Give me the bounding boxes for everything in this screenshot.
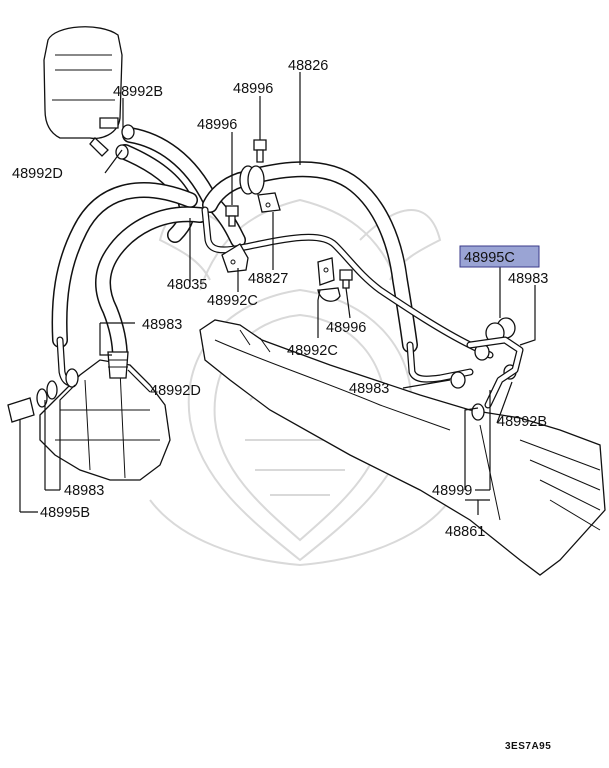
label-48996-top[interactable]: 48996: [233, 81, 273, 97]
label-stubs: [20, 489, 490, 513]
label-48826[interactable]: 48826: [288, 58, 328, 74]
label-48992B-top[interactable]: 48992B: [113, 84, 163, 100]
reservoir-tank: [43, 26, 123, 157]
label-48996-low[interactable]: 48996: [326, 320, 366, 336]
pipe-48827: [201, 206, 494, 359]
label-48995B[interactable]: 48995B: [40, 505, 90, 521]
steering-gear-box: [199, 319, 606, 576]
leader-lines: [19, 72, 536, 515]
label-48996-mid[interactable]: 48996: [197, 117, 237, 133]
label-48035[interactable]: 48035: [167, 277, 207, 293]
label-48827[interactable]: 48827: [248, 271, 288, 287]
label-48983-mid[interactable]: 48983: [142, 317, 182, 333]
label-48861[interactable]: 48861: [445, 524, 485, 540]
bolts-48996: [225, 139, 353, 289]
highlight-48995C: [459, 245, 540, 268]
label-48992C-low[interactable]: 48992C: [287, 343, 338, 359]
label-48999[interactable]: 48999: [432, 483, 472, 499]
hose-48826: [202, 161, 474, 383]
label-48983-right[interactable]: 48983: [508, 271, 548, 287]
label-48992C-mid[interactable]: 48992C: [207, 293, 258, 309]
label-48995C[interactable]: 48995C: [464, 250, 515, 266]
clamps: [221, 192, 341, 302]
right-fittings: [450, 317, 524, 421]
oil-pump: [7, 351, 171, 481]
label-48992B-right[interactable]: 48992B: [497, 414, 547, 430]
label-48992D-low[interactable]: 48992D: [150, 383, 201, 399]
label-48983-low[interactable]: 48983: [349, 381, 389, 397]
diagram-code: 3ES7A95: [505, 741, 551, 752]
label-48992D-left[interactable]: 48992D: [12, 166, 63, 182]
label-48983-left[interactable]: 48983: [64, 483, 104, 499]
